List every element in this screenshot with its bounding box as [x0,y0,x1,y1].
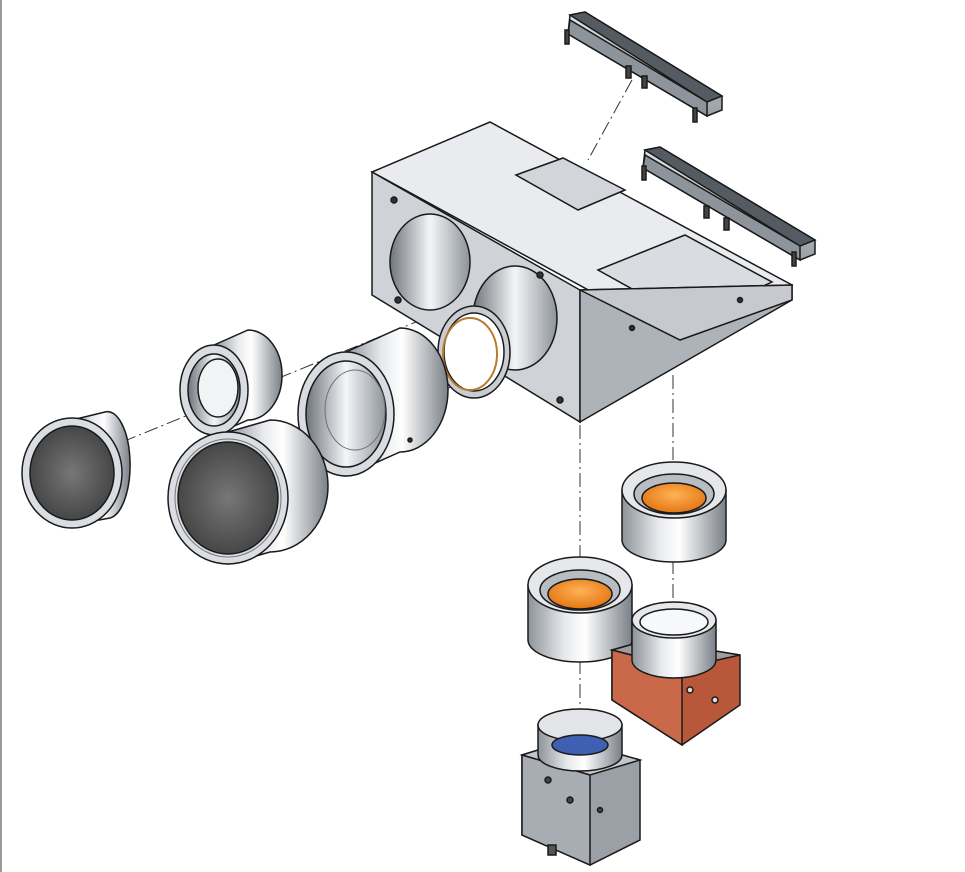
lens-mount-orange-lower [527,556,633,663]
lens-barrel-large [297,327,449,478]
top-rail-clamp-lower [641,146,817,267]
camera-body [519,708,643,867]
lens-mount-orange-upper [621,461,727,563]
front-cap-small [21,410,131,529]
front-cap-large [167,419,329,565]
housing-block [370,121,794,424]
lens-o-ring [437,305,511,399]
front-ring-small [179,329,283,437]
camera-bracket-copper [609,601,741,747]
left-border-rule [0,0,2,872]
top-rail-clamp-upper [564,11,724,123]
